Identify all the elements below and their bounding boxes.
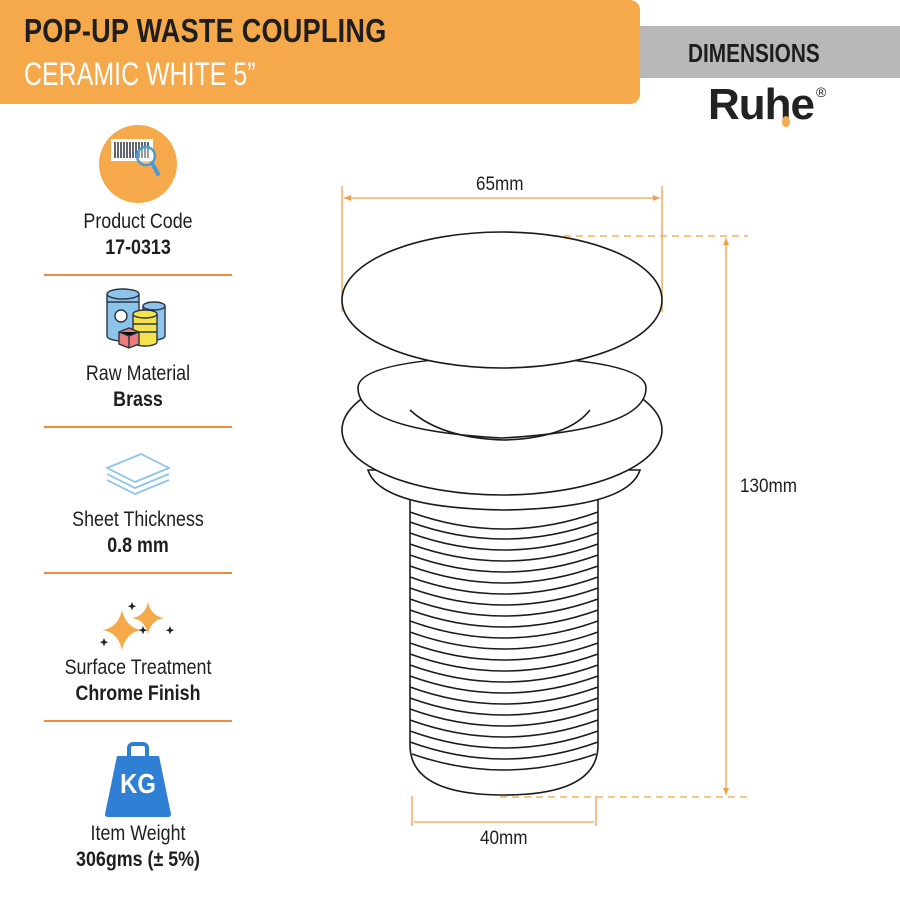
spec-surface-treatment: Surface Treatment Chrome Finish	[44, 598, 232, 722]
spec-label: Sheet Thickness	[72, 508, 204, 531]
spec-label: Product Code	[83, 210, 193, 233]
barcode-search-icon	[99, 125, 177, 203]
spec-label: Raw Material	[85, 362, 191, 385]
spec-value: 306gms (± 5%)	[76, 848, 200, 871]
height-label: 130mm	[740, 476, 798, 497]
spec-value: Chrome Finish	[75, 682, 201, 705]
spec-value: Brass	[113, 388, 163, 411]
brand-logo: Ruhe®	[708, 80, 826, 130]
title-banner: POP-UP WASTE COUPLING CERAMIC WHITE 5”	[0, 0, 640, 104]
raw-material-barrels-icon	[106, 288, 166, 349]
divider	[44, 720, 232, 722]
kg-weight-icon: KG	[103, 740, 173, 818]
spec-item-weight: KG Item Weight 306gms (± 5%)	[44, 740, 232, 872]
spec-value: 17-0313	[105, 236, 171, 259]
stacked-sheets-icon	[104, 453, 172, 495]
brand-name: Ruhe	[708, 80, 815, 129]
sparkles-icon	[99, 602, 175, 650]
bottom-width-label: 40mm	[480, 828, 528, 849]
spec-product-code: Product Code 17-0313	[44, 124, 232, 276]
registered-mark: ®	[816, 84, 826, 100]
spec-value: 0.8 mm	[107, 534, 169, 557]
dimensions-band: DIMENSIONS	[640, 26, 900, 78]
product-title: POP-UP WASTE COUPLING	[24, 12, 387, 49]
product-subtitle: CERAMIC WHITE 5”	[24, 56, 256, 92]
water-drop-icon	[782, 116, 790, 127]
spec-raw-material: Raw Material Brass	[44, 286, 232, 428]
spec-sheet-thickness: Sheet Thickness 0.8 mm	[44, 448, 232, 574]
divider	[44, 572, 232, 574]
kg-label: KG	[120, 768, 156, 799]
spec-label: Item Weight	[90, 822, 186, 845]
divider	[44, 274, 232, 276]
spec-label: Surface Treatment	[64, 656, 212, 679]
top-width-label: 65mm	[476, 174, 524, 195]
divider	[44, 426, 232, 428]
dimensions-label: DIMENSIONS	[688, 38, 820, 68]
